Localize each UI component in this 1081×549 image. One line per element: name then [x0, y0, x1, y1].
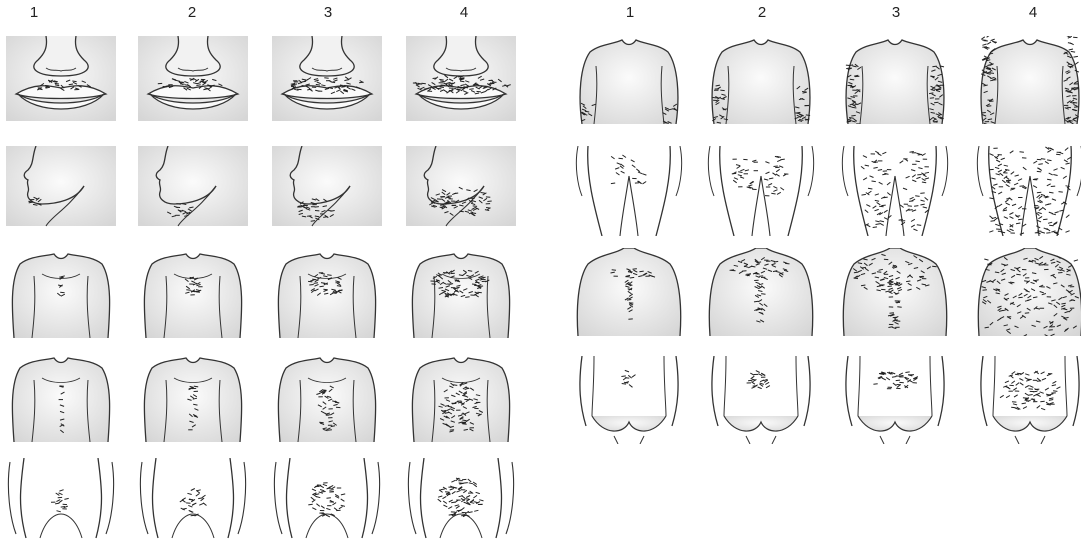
chest-illustration	[406, 250, 516, 338]
panel-arm-grade-2	[706, 36, 816, 124]
upper-abdomen-illustration	[138, 354, 248, 442]
upper-abdomen-illustration	[272, 354, 382, 442]
panel-chest-grade-1	[6, 250, 116, 338]
panel-upper-back-grade-3	[840, 248, 950, 336]
lower-abdomen-illustration	[272, 458, 382, 546]
panel-upper-abdomen-grade-4	[406, 354, 516, 442]
panel-thigh-grade-4	[975, 146, 1081, 236]
right-column-label-3: 3	[876, 4, 916, 21]
panel-lower-back-grade-4	[975, 356, 1081, 444]
left-column-label-2: 2	[172, 4, 212, 21]
panel-thigh-grade-3	[840, 146, 950, 236]
panel-lower-abdomen-grade-2	[138, 458, 248, 546]
thigh-illustration	[840, 146, 950, 236]
chin-illustration	[6, 146, 116, 230]
lower-back-illustration	[706, 356, 816, 444]
right-column-label-1: 1	[610, 4, 650, 21]
arm-illustration	[574, 36, 684, 124]
chest-illustration	[272, 250, 382, 338]
chin-illustration	[272, 146, 382, 230]
left-column-label-3: 3	[308, 4, 348, 21]
right-column-label-4: 4	[1013, 4, 1053, 21]
thigh-illustration	[706, 146, 816, 236]
panel-chin-grade-4	[406, 146, 516, 230]
panel-thigh-grade-2	[706, 146, 816, 236]
upper-lip-illustration	[272, 36, 382, 124]
right-column-label-2: 2	[742, 4, 782, 21]
panel-chin-grade-3	[272, 146, 382, 230]
panel-chest-grade-4	[406, 250, 516, 338]
chin-illustration	[406, 146, 516, 230]
panel-chest-grade-3	[272, 250, 382, 338]
panel-lower-back-grade-1	[574, 356, 684, 444]
panel-lower-back-grade-3	[840, 356, 950, 444]
upper-back-illustration	[975, 248, 1081, 336]
upper-abdomen-illustration	[6, 354, 116, 442]
thigh-illustration	[975, 146, 1081, 236]
panel-upper-abdomen-grade-2	[138, 354, 248, 442]
thigh-illustration	[574, 146, 684, 236]
panel-lower-abdomen-grade-1	[6, 458, 116, 546]
panel-upper-abdomen-grade-3	[272, 354, 382, 442]
panel-upper-lip-grade-4	[406, 36, 516, 124]
panel-upper-abdomen-grade-1	[6, 354, 116, 442]
upper-lip-illustration	[138, 36, 248, 124]
panel-upper-lip-grade-2	[138, 36, 248, 124]
panel-lower-abdomen-grade-3	[272, 458, 382, 546]
lower-abdomen-illustration	[406, 458, 516, 546]
upper-abdomen-illustration	[406, 354, 516, 442]
arm-illustration	[975, 36, 1081, 124]
panel-chin-grade-2	[138, 146, 248, 230]
arm-illustration	[840, 36, 950, 124]
upper-back-illustration	[706, 248, 816, 336]
chin-illustration	[138, 146, 248, 230]
panel-arm-grade-1	[574, 36, 684, 124]
chest-illustration	[138, 250, 248, 338]
panel-arm-grade-3	[840, 36, 950, 124]
left-column-label-4: 4	[444, 4, 484, 21]
panel-upper-back-grade-4	[975, 248, 1081, 336]
panel-upper-back-grade-2	[706, 248, 816, 336]
panel-lower-abdomen-grade-4	[406, 458, 516, 546]
upper-back-illustration	[840, 248, 950, 336]
upper-lip-illustration	[6, 36, 116, 124]
lower-back-illustration	[840, 356, 950, 444]
panel-arm-grade-4	[975, 36, 1081, 124]
panel-upper-lip-grade-3	[272, 36, 382, 124]
panel-chin-grade-1	[6, 146, 116, 230]
lower-abdomen-illustration	[6, 458, 116, 546]
lower-abdomen-illustration	[138, 458, 248, 546]
chest-illustration	[6, 250, 116, 338]
left-column-label-1: 1	[14, 4, 54, 21]
upper-lip-illustration	[406, 36, 516, 124]
upper-back-illustration	[574, 248, 684, 336]
panel-chest-grade-2	[138, 250, 248, 338]
panel-upper-back-grade-1	[574, 248, 684, 336]
panel-upper-lip-grade-1	[6, 36, 116, 124]
panel-lower-back-grade-2	[706, 356, 816, 444]
arm-illustration	[706, 36, 816, 124]
panel-thigh-grade-1	[574, 146, 684, 236]
lower-back-illustration	[975, 356, 1081, 444]
lower-back-illustration	[574, 356, 684, 444]
